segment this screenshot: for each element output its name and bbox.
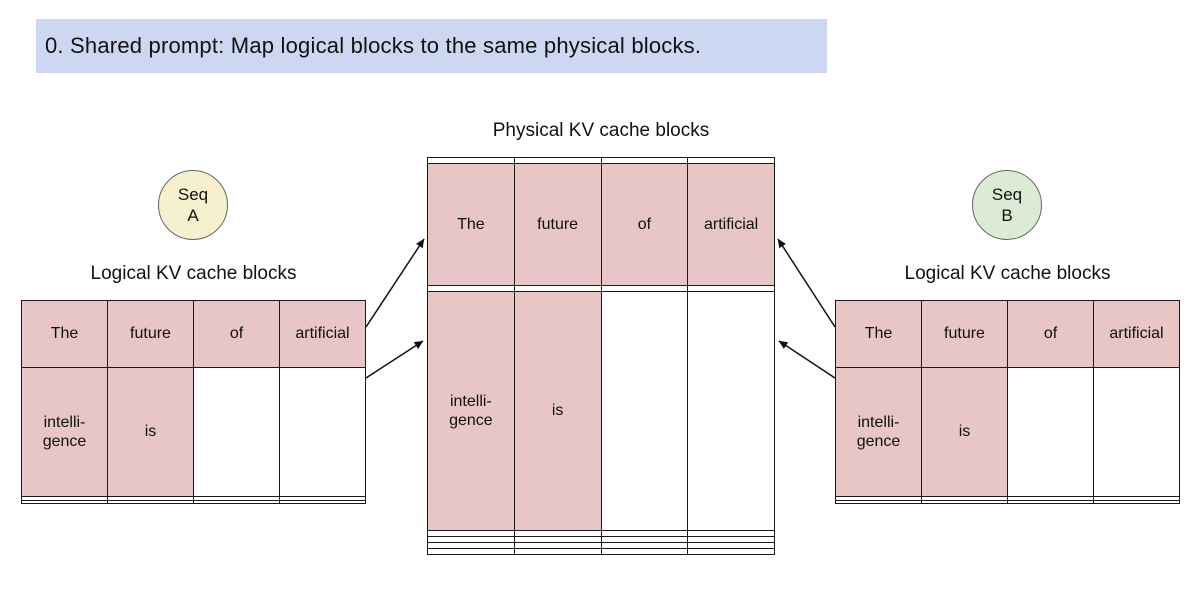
seq-b-label: Seq B	[991, 184, 1023, 225]
token-cell: intelli- gence	[835, 366, 922, 498]
empty-cell	[1007, 366, 1094, 498]
empty-cell	[1093, 366, 1180, 498]
token-cell: artificial	[279, 300, 366, 368]
empty-cell	[279, 499, 366, 505]
table-row	[427, 156, 775, 165]
token-cell: of	[600, 163, 689, 287]
empty-cell	[427, 547, 515, 556]
token-cell: future	[107, 300, 194, 368]
physical-table-title: Physical KV cache blocks	[492, 120, 710, 141]
table-row	[835, 499, 1180, 505]
seq-b-badge: Seq B	[972, 170, 1042, 240]
seq-a-label: Seq A	[177, 184, 209, 225]
seq-b-table-title: Logical KV cache blocks	[904, 263, 1111, 284]
empty-cell	[687, 285, 775, 293]
mapping-arrow	[777, 238, 836, 328]
title-banner: 0. Shared prompt: Map logical blocks to …	[36, 19, 827, 73]
empty-cell	[835, 499, 922, 505]
token-cell: The	[835, 300, 922, 368]
mapping-arrow	[365, 238, 425, 328]
token-cell: is	[513, 291, 602, 531]
token-cell: future	[921, 300, 1008, 368]
title-text: 0. Shared prompt: Map logical blocks to …	[45, 33, 702, 58]
token-cell: artificial	[1093, 300, 1180, 368]
seq-a-table-title: Logical KV cache blocks	[90, 263, 297, 284]
empty-cell	[921, 499, 1008, 505]
token-cell: intelli- gence	[427, 291, 515, 531]
table-row	[427, 285, 775, 293]
empty-cell	[193, 499, 280, 505]
token-cell: is	[107, 366, 194, 498]
empty-cell	[513, 547, 602, 556]
table-row	[21, 499, 366, 505]
token-cell: of	[1007, 300, 1094, 368]
empty-cell	[107, 499, 194, 505]
token-cell: of	[193, 300, 280, 368]
empty-cell	[1093, 499, 1180, 505]
token-cell: The	[21, 300, 108, 368]
table-row	[427, 547, 775, 556]
token-cell: artificial	[687, 163, 775, 287]
token-cell: The	[427, 163, 515, 287]
empty-cell	[1007, 499, 1094, 505]
empty-cell	[600, 291, 689, 531]
empty-cell	[687, 291, 775, 531]
token-cell: future	[513, 163, 602, 287]
token-cell: intelli- gence	[21, 366, 108, 498]
seq-a-badge: Seq A	[158, 170, 228, 240]
token-cell: is	[921, 366, 1008, 498]
empty-cell	[687, 156, 775, 165]
empty-cell	[279, 366, 366, 498]
mapping-arrow	[778, 340, 836, 379]
mapping-arrow	[365, 340, 424, 379]
empty-cell	[193, 366, 280, 498]
empty-cell	[600, 547, 689, 556]
empty-cell	[687, 547, 775, 556]
empty-cell	[21, 499, 108, 505]
